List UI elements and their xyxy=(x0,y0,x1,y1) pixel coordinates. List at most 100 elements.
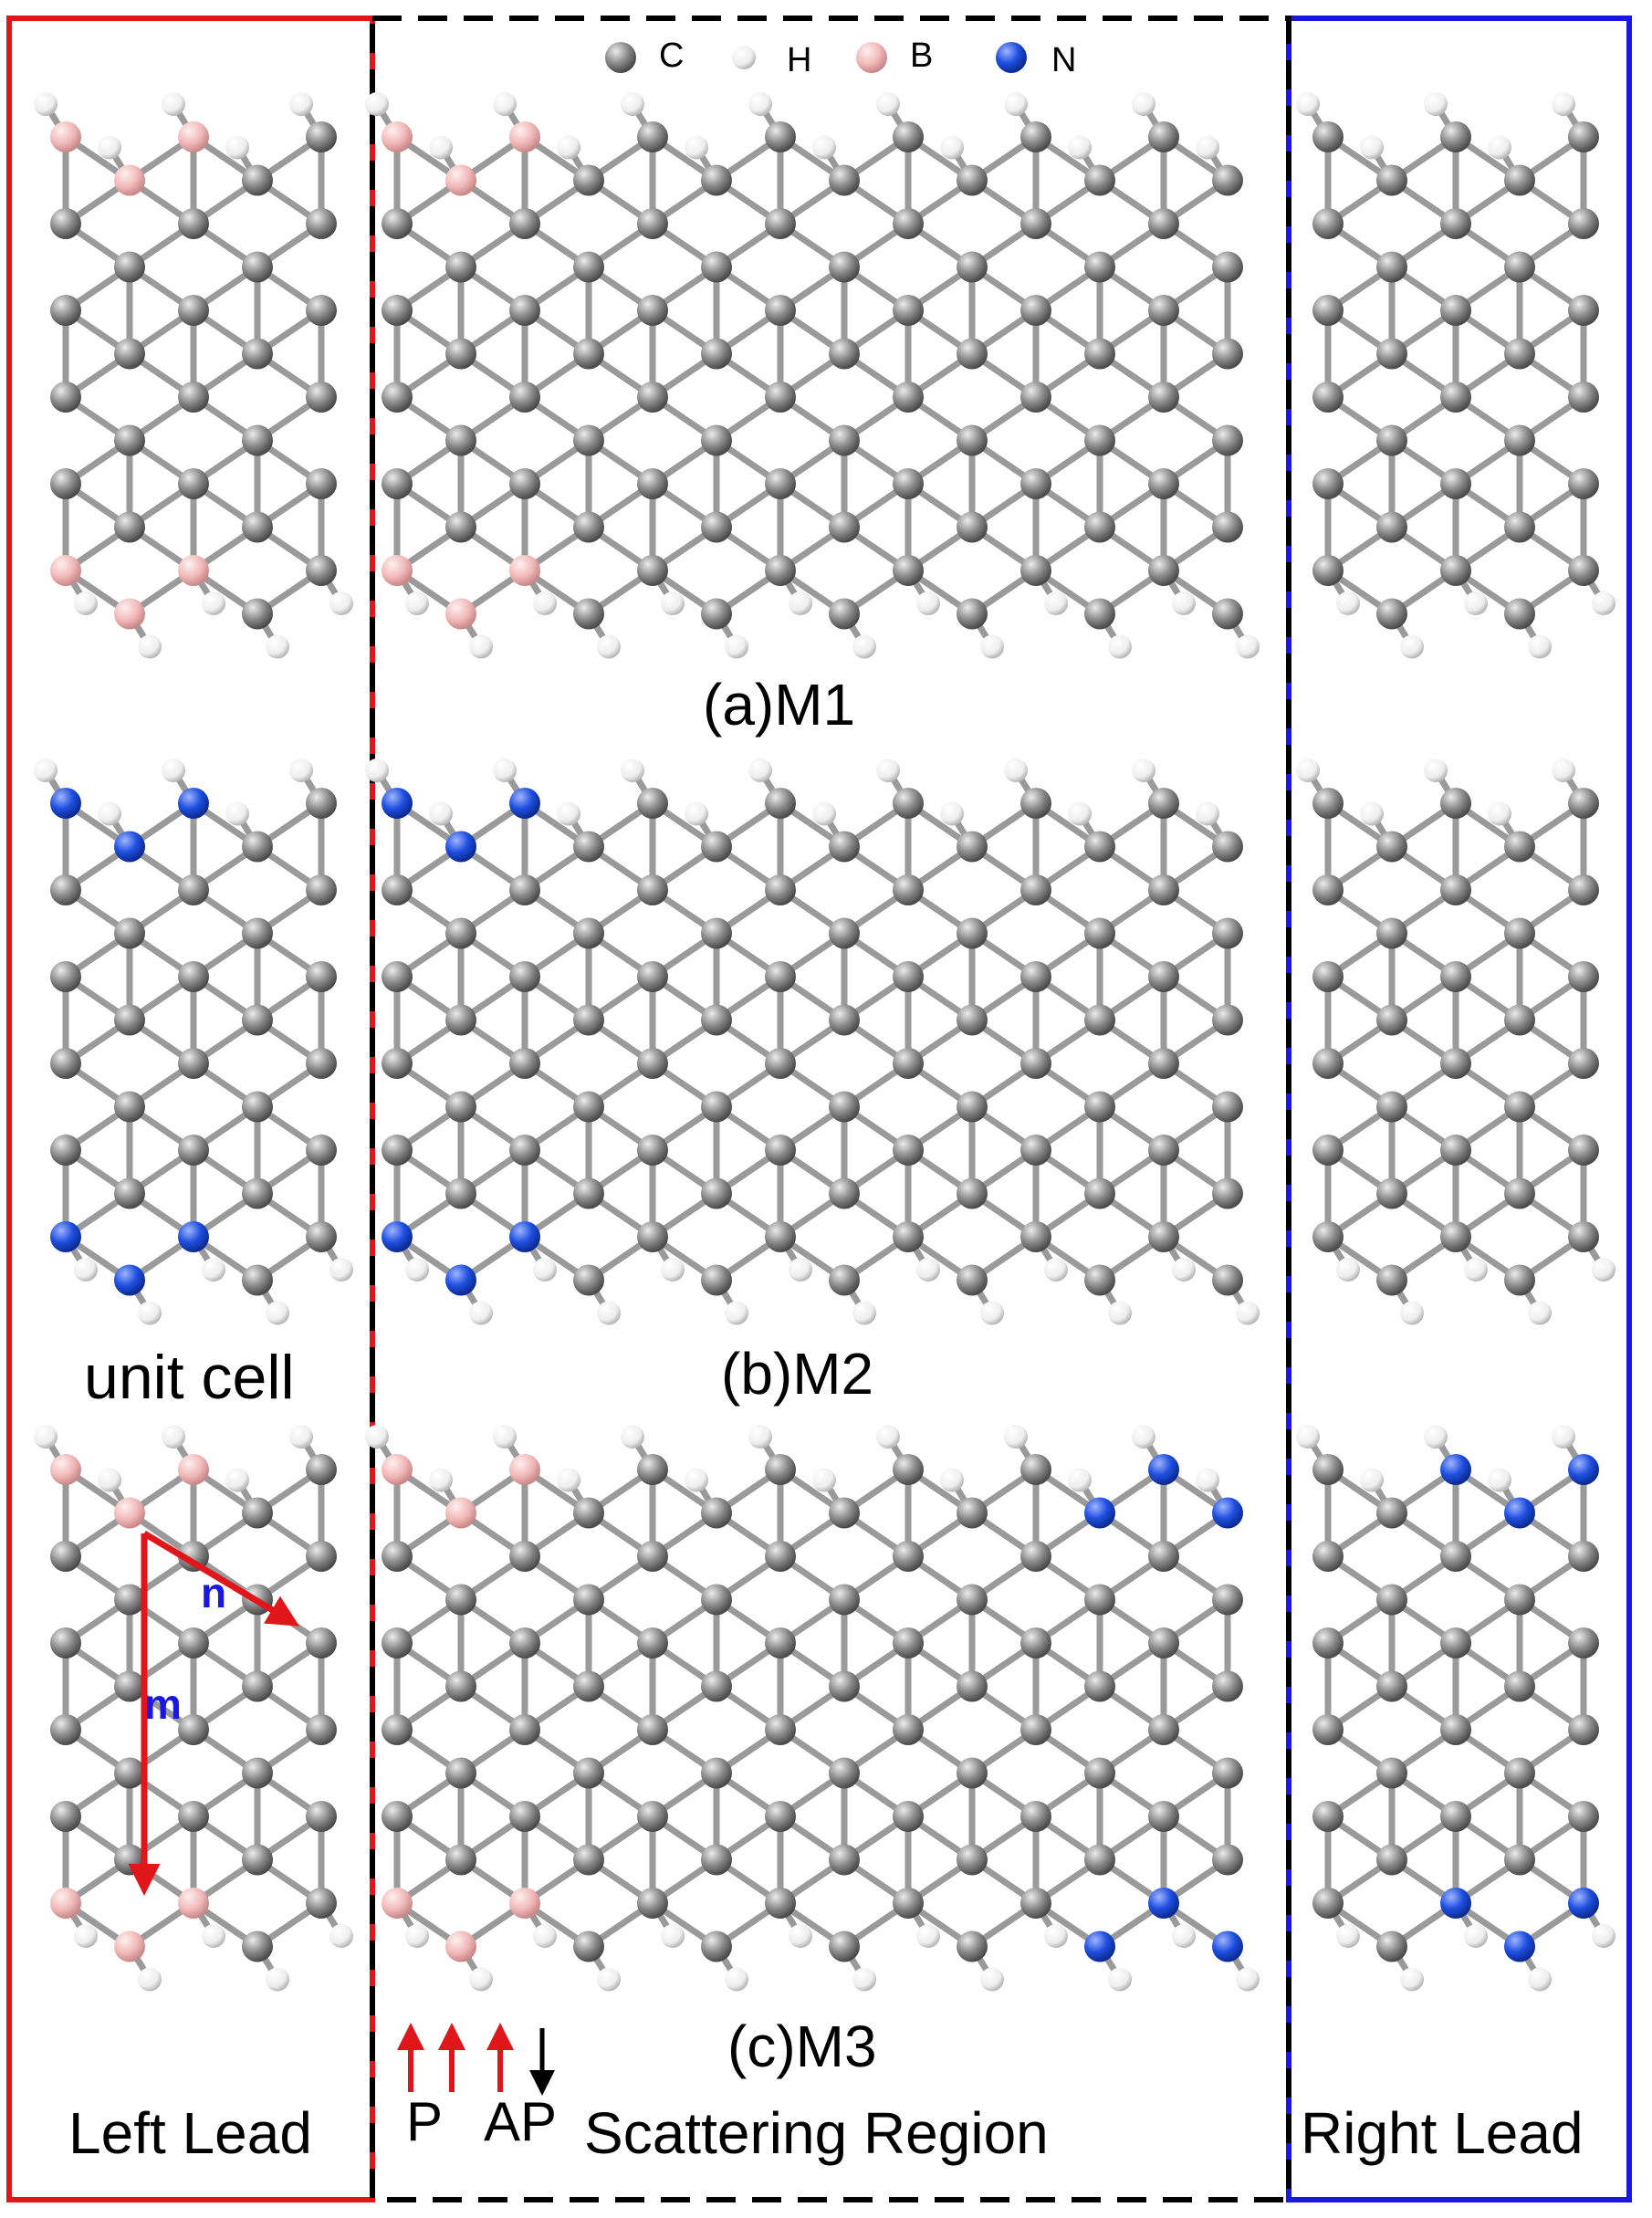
boron-atom xyxy=(445,164,476,196)
carbon-atom xyxy=(509,961,540,992)
carbon-atom xyxy=(765,1135,796,1166)
carbon-atom xyxy=(1440,1541,1471,1572)
carbon-atom xyxy=(1376,1264,1407,1296)
carbon-atom xyxy=(1212,1584,1243,1616)
carbon-atom xyxy=(50,382,81,413)
hydrogen-atom xyxy=(34,759,58,782)
carbon-atom xyxy=(829,1584,860,1616)
carbon-atom xyxy=(306,1627,337,1658)
boron-atom xyxy=(178,1454,209,1485)
hydrogen-atom xyxy=(980,1967,1004,1992)
hydrogen-atom xyxy=(1236,1301,1260,1325)
hydrogen-atom xyxy=(533,591,557,615)
hydrogen-atom xyxy=(429,135,453,160)
carbon-atom xyxy=(1084,1757,1115,1789)
carbon-atom xyxy=(1504,1177,1535,1209)
carbon-atom xyxy=(178,295,209,326)
carbon-atom xyxy=(893,295,924,326)
carbon-atom xyxy=(1440,1221,1471,1252)
carbon-atom xyxy=(893,1454,924,1485)
hydrogen-atom xyxy=(74,1258,98,1282)
carbon-atom xyxy=(573,1584,604,1616)
carbon-atom xyxy=(765,961,796,992)
carbon-atom xyxy=(509,874,540,905)
nitrogen-atom xyxy=(509,788,540,819)
carbon-atom xyxy=(50,961,81,992)
hydrogen-atom xyxy=(1400,634,1424,659)
hydrogen-atom xyxy=(812,1468,836,1492)
nitrogen-atom xyxy=(1440,1888,1471,1919)
nitrogen-atom xyxy=(178,788,209,819)
carbon-atom xyxy=(829,164,860,196)
hydrogen-atom xyxy=(493,1425,517,1449)
hydrogen-atom xyxy=(852,1301,876,1325)
carbon-atom xyxy=(445,1670,476,1702)
hydrogen-atom xyxy=(266,1301,289,1325)
hydrogen-atom xyxy=(138,1967,162,1992)
boron-atom xyxy=(509,1454,540,1485)
carbon-atom xyxy=(1020,468,1051,499)
carbon-atom xyxy=(242,1264,273,1296)
carbon-atom xyxy=(1020,1048,1051,1079)
carbon-atom xyxy=(178,208,209,239)
hydrogen-atom xyxy=(1068,135,1092,160)
carbon-atom xyxy=(306,295,337,326)
carbon-atom xyxy=(114,1584,145,1616)
carbon-atom xyxy=(306,1541,337,1572)
hydrogen-atom xyxy=(1132,759,1155,782)
boron-atom xyxy=(509,1888,540,1919)
carbon-atom xyxy=(893,788,924,819)
carbon-atom xyxy=(701,1584,732,1616)
scattering-region-label: Scattering Region xyxy=(584,2100,1049,2166)
boron-atom xyxy=(178,1888,209,1919)
hydrogen-atom xyxy=(685,801,708,826)
carbon-atom xyxy=(1084,1584,1115,1616)
carbon-atom xyxy=(573,831,604,863)
hydrogen-atom xyxy=(162,759,185,782)
nitrogen-atom xyxy=(445,1264,476,1296)
carbon-atom xyxy=(829,1497,860,1529)
carbon-atom xyxy=(893,1627,924,1658)
hydrogen-atom xyxy=(1552,1425,1575,1449)
carbon-atom xyxy=(1440,555,1471,586)
carbon-atom xyxy=(957,1584,988,1616)
carbon-atom xyxy=(382,1714,413,1745)
carbon-atom xyxy=(573,1177,604,1209)
boron-atom xyxy=(50,1888,81,1919)
carbon-atom xyxy=(1020,1221,1051,1252)
carbon-atom xyxy=(114,1004,145,1036)
carbon-atom xyxy=(829,831,860,863)
hydrogen-atom xyxy=(138,1301,162,1325)
carbon-atom xyxy=(1504,251,1535,283)
carbon-atom xyxy=(1376,1584,1407,1616)
carbon-atom xyxy=(306,1454,337,1485)
carbon-atom xyxy=(509,1801,540,1832)
carbon-atom xyxy=(637,121,668,152)
carbon-atom xyxy=(1084,1264,1115,1296)
hydrogen-atom xyxy=(1236,1967,1260,1992)
carbon-atom xyxy=(829,338,860,370)
boron-atom xyxy=(445,1930,476,1962)
hydrogen-atom xyxy=(202,1924,225,1948)
carbon-atom xyxy=(765,1541,796,1572)
carbon-atom xyxy=(893,874,924,905)
carbon-atom xyxy=(306,555,337,586)
hydrogen-atom xyxy=(661,1924,685,1948)
carbon-atom xyxy=(701,1004,732,1036)
carbon-atom xyxy=(1376,1757,1407,1789)
hydrogen-atom xyxy=(597,1967,621,1992)
carbon-atom xyxy=(893,1801,924,1832)
nitrogen-atom xyxy=(996,42,1027,73)
nanoribbon-structures xyxy=(34,42,1615,1992)
carbon-atom xyxy=(829,598,860,630)
carbon-atom xyxy=(1020,1135,1051,1166)
carbon-atom xyxy=(829,1844,860,1876)
carbon-atom xyxy=(637,1048,668,1079)
carbon-atom xyxy=(509,295,540,326)
carbon-atom xyxy=(1312,1888,1344,1919)
carbon-atom xyxy=(1376,1091,1407,1123)
carbon-atom xyxy=(1376,511,1407,543)
nitrogen-atom xyxy=(1148,1454,1179,1485)
hydrogen-atom xyxy=(1196,1468,1219,1492)
hydrogen-atom xyxy=(469,1967,493,1992)
